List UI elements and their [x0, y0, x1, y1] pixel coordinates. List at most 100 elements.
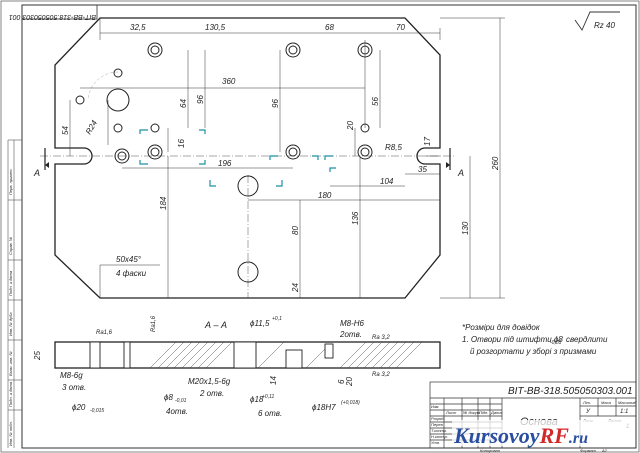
dim-d18: ϕ18: [250, 395, 264, 404]
tb-scale-header: Масштаб: [618, 400, 637, 405]
tb-row-5: Утв.: [431, 440, 440, 445]
watermark-logo: KursovoyRF.ru: [452, 420, 632, 448]
dim-6: 6: [337, 379, 346, 384]
cut-marker-left-label: А: [33, 168, 40, 178]
svg-text:KursovoyRF.ru: KursovoyRF.ru: [453, 423, 588, 448]
tb-row-4: Н.контр.: [431, 434, 448, 439]
tb-col-1: № докум.: [463, 410, 481, 415]
dim-m8-h6: M8-H6: [340, 319, 365, 328]
section-hatching: [149, 341, 423, 369]
dim-130: 130: [461, 221, 470, 235]
ra-3-2-b: Ra 3,2: [372, 372, 390, 378]
rotated-code-box: [21, 4, 98, 20]
tb-lit-header: Літ.: [582, 400, 591, 405]
strip-label-6: Подп. и дата: [8, 381, 13, 407]
dimension-lines: [69, 17, 505, 299]
note-line-2-tol: -0,01: [550, 340, 562, 346]
dim-d20: ϕ20: [72, 403, 86, 412]
dim-d18-count: 6 отв.: [258, 409, 282, 418]
dim-260: 260: [491, 156, 500, 171]
dim-m8-h6-count: 2отв.: [339, 330, 362, 339]
dim-360: 360: [222, 77, 236, 86]
tb-row-2: Перев.: [431, 422, 444, 427]
dim-136: 136: [351, 211, 360, 225]
strip-label-3: Подп. и дата: [8, 270, 13, 296]
watermark-prefix: Kursovoy: [453, 423, 540, 448]
tb-format: Формат: [580, 448, 597, 453]
dim-d8: ϕ8: [164, 393, 173, 402]
ra-3-2-a: Ra 3,2: [372, 335, 390, 341]
cut-marker-left: А: [33, 148, 49, 178]
dim-20b: 20: [345, 377, 354, 387]
note-line-1: *Розміри для довідок: [462, 323, 541, 332]
dim-16: 16: [177, 139, 186, 148]
dim-24: 24: [291, 283, 300, 293]
dim-d11-5: ϕ11,5: [250, 319, 270, 328]
dim-196: 196: [218, 159, 232, 168]
dim-d8-count: 4отв.: [166, 407, 188, 416]
watermark-highlight: RF: [539, 423, 570, 448]
dim-m8-6g: M8-6g: [60, 371, 83, 380]
dim-35: 35: [418, 165, 427, 174]
dim-d20-tol: -0,015: [90, 408, 104, 414]
strip-label-2: Справ. №: [8, 236, 13, 255]
document-code-rotated: ВІТ-ВВ-318.505050303.001: [9, 13, 96, 20]
ra-1-6-b: Ra1,6: [151, 315, 157, 332]
dim-m8-count: 3 отв.: [62, 383, 86, 392]
strip-label-7: Инв. № подл.: [8, 421, 13, 446]
dim-80: 80: [291, 226, 300, 235]
tb-col-2: Підп.: [479, 410, 488, 415]
dim-96b: 96: [271, 99, 280, 108]
note-line-2: 1. Отвори під штифти ϕ8: [462, 335, 563, 344]
tb-row-0: Изм.: [431, 404, 440, 409]
dim-d18h7-tol: (+0,018): [341, 400, 360, 406]
dim-70: 70: [396, 23, 405, 32]
section-brackets: [139, 129, 336, 187]
dim-r8-5: R8,5: [385, 143, 402, 152]
strip-label-5: Взам. инв. №: [8, 351, 13, 376]
dim-68: 68: [325, 23, 334, 32]
note-line-3: й розгортати у зборі з призмами: [470, 347, 597, 356]
tb-row-1: Розроб.: [431, 416, 445, 421]
dim-m20: M20x1,5-6g: [188, 377, 231, 386]
dim-17: 17: [423, 137, 432, 146]
inner-frame: [21, 4, 637, 449]
note-line-2-end: свердлити: [566, 335, 608, 344]
plate-outline: [54, 17, 441, 299]
dim-130-5: 130,5: [205, 23, 226, 32]
section-label: А – А: [204, 320, 227, 330]
cut-marker-right-label: А: [457, 168, 464, 178]
dim-14: 14: [269, 376, 278, 385]
document-code: ВІТ-ВВ-318.505050303.001: [508, 386, 633, 397]
dim-25: 25: [33, 351, 42, 361]
strip-label-1: Перв. примен.: [8, 168, 13, 195]
strip-label-4: Инв. № дубл.: [8, 311, 13, 336]
tb-format-value: А2: [601, 448, 608, 453]
dim-96a: 96: [196, 95, 205, 104]
tb-lit-value: У: [585, 409, 591, 415]
dim-54: 54: [61, 126, 70, 135]
left-strip: [7, 139, 22, 448]
ra-1-6-a: Ra1,6: [96, 330, 113, 336]
dim-64: 64: [179, 99, 188, 108]
watermark-suffix: .ru: [569, 430, 588, 447]
tb-col-0: Лист: [445, 410, 457, 415]
tb-mass-header: Маса: [601, 400, 612, 405]
roughness-label: Rz 40: [594, 21, 615, 30]
dim-chamfer: 50x45°: [116, 255, 142, 264]
tb-scale-value: 1:1: [620, 409, 628, 415]
tb-copied: Копировал: [480, 448, 501, 453]
dim-184: 184: [159, 196, 168, 210]
roughness-symbol: Rz 40: [574, 11, 620, 31]
dim-m20-count: 2 отв.: [199, 389, 224, 398]
section-holes: [89, 341, 334, 369]
dim-d18-tol: +0,11: [262, 394, 274, 400]
tb-col-3: Дата: [490, 410, 502, 415]
dim-32-5: 32,5: [130, 23, 146, 32]
cut-marker-right: А: [446, 148, 464, 178]
dim-d18h7: ϕ18H7: [312, 403, 336, 412]
dim-180: 180: [318, 191, 332, 200]
r24-arc: [87, 71, 119, 101]
